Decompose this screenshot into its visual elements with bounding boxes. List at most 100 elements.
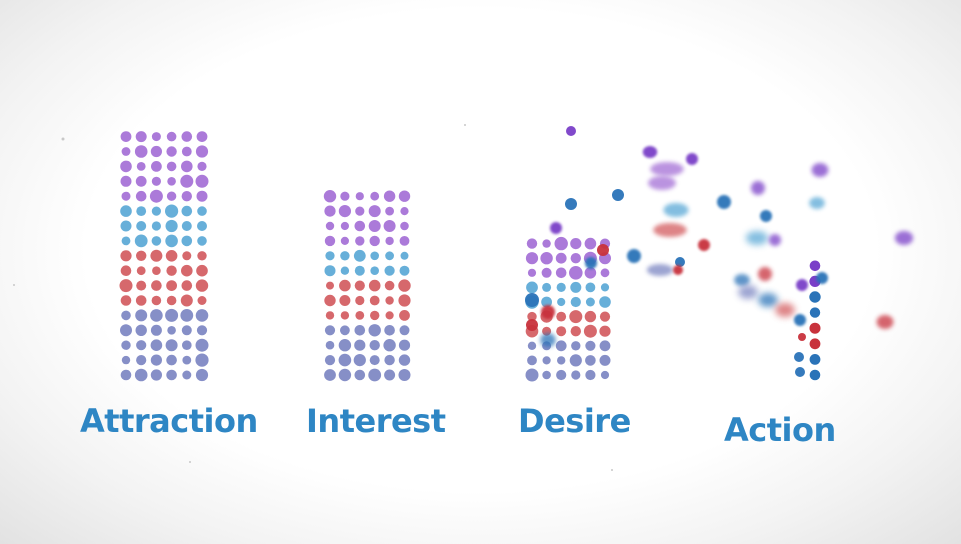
stage-column-attraction bbox=[119, 131, 209, 382]
particle-blue bbox=[540, 333, 556, 347]
dot-purple bbox=[385, 206, 394, 216]
dot-cyan bbox=[599, 296, 611, 308]
particle-purple bbox=[648, 176, 676, 190]
dot-purple bbox=[324, 205, 336, 217]
dot-slate bbox=[384, 354, 395, 366]
dot-purple bbox=[181, 160, 193, 173]
dot-purple bbox=[570, 253, 581, 264]
particle-blue bbox=[675, 257, 685, 267]
particle-blue bbox=[585, 257, 597, 269]
dot-purple bbox=[809, 260, 821, 272]
stage-label-action: Action bbox=[724, 411, 836, 449]
dot-slate bbox=[182, 340, 192, 351]
particle-blue bbox=[565, 198, 577, 210]
dot-slate bbox=[557, 356, 566, 365]
dot-red bbox=[556, 311, 567, 322]
dot-slate bbox=[120, 324, 132, 337]
dot-slate bbox=[338, 353, 352, 367]
particle-slate bbox=[738, 285, 758, 299]
background-speck bbox=[189, 461, 191, 463]
dot-slate bbox=[399, 325, 410, 336]
dot-cyan bbox=[354, 265, 365, 276]
dot-cyan bbox=[570, 281, 582, 293]
dot-purple bbox=[197, 161, 207, 171]
dot-cyan bbox=[557, 297, 566, 307]
dot-slate bbox=[398, 339, 411, 351]
dot-purple bbox=[340, 191, 350, 201]
dot-red bbox=[385, 296, 394, 305]
dot-red bbox=[527, 311, 537, 322]
dot-cyan bbox=[165, 219, 178, 233]
dot-purple bbox=[166, 146, 177, 157]
dot-purple bbox=[600, 268, 610, 278]
dot-slate bbox=[354, 325, 366, 336]
dot-cyan bbox=[181, 221, 192, 231]
dot-slate bbox=[150, 354, 162, 366]
dot-purple bbox=[120, 160, 132, 173]
particle-purple bbox=[751, 181, 765, 195]
dot-slate bbox=[599, 354, 611, 366]
dot-red bbox=[809, 322, 821, 334]
dot-purple bbox=[555, 252, 567, 264]
dot-slate bbox=[369, 340, 380, 351]
dot-slate bbox=[181, 325, 192, 336]
dot-red bbox=[182, 251, 192, 261]
dot-slate bbox=[167, 326, 176, 335]
particle-purple bbox=[894, 231, 914, 245]
dot-cyan bbox=[353, 249, 366, 262]
dot-slate bbox=[325, 340, 335, 350]
dot-cyan bbox=[400, 251, 409, 260]
dot-slate bbox=[182, 370, 192, 380]
dot-slate bbox=[555, 340, 567, 352]
dot-purple bbox=[383, 190, 396, 202]
dot-slate bbox=[135, 309, 148, 322]
dot-slate bbox=[166, 369, 177, 381]
dot-slate bbox=[165, 339, 178, 352]
dot-red bbox=[181, 280, 193, 291]
dot-purple bbox=[340, 221, 349, 231]
dot-red bbox=[569, 310, 583, 324]
dot-slate bbox=[150, 324, 162, 336]
dot-cyan bbox=[151, 236, 162, 246]
dot-slate bbox=[182, 355, 192, 365]
dot-slate bbox=[338, 339, 352, 352]
dot-purple bbox=[195, 174, 209, 188]
dot-red bbox=[809, 338, 821, 350]
dot-purple bbox=[181, 191, 192, 202]
dot-slate bbox=[368, 324, 381, 337]
dot-cyan bbox=[197, 206, 207, 216]
dot-purple bbox=[540, 252, 553, 265]
dot-slate bbox=[134, 368, 148, 382]
dot-red bbox=[120, 265, 132, 277]
stage-label-interest: Interest bbox=[306, 402, 446, 440]
dot-cyan bbox=[570, 296, 581, 308]
dot-cyan bbox=[325, 251, 335, 261]
dot-slate bbox=[324, 325, 336, 336]
dot-blue bbox=[809, 291, 821, 303]
dot-purple bbox=[121, 147, 131, 156]
dot-purple bbox=[166, 161, 177, 172]
dot-cyan bbox=[340, 266, 350, 275]
particle-purple bbox=[642, 146, 658, 158]
dot-purple bbox=[340, 236, 349, 245]
dot-slate bbox=[542, 356, 551, 365]
dot-slate bbox=[135, 324, 147, 336]
dot-cyan bbox=[556, 282, 566, 292]
particle-red bbox=[541, 305, 555, 319]
dot-red bbox=[556, 326, 567, 337]
dot-red bbox=[339, 279, 351, 292]
particle-red bbox=[798, 333, 806, 341]
dot-cyan bbox=[151, 221, 161, 231]
dot-slate bbox=[599, 340, 611, 352]
dot-red bbox=[384, 280, 395, 291]
particle-red bbox=[876, 315, 894, 329]
dot-cyan bbox=[197, 236, 207, 246]
dot-cyan bbox=[120, 220, 132, 232]
dot-red bbox=[326, 281, 334, 290]
dot-red bbox=[150, 249, 163, 262]
dot-purple bbox=[399, 236, 410, 246]
dot-purple bbox=[542, 239, 551, 248]
dot-slate bbox=[166, 354, 177, 366]
stage-column-desire bbox=[525, 236, 611, 382]
